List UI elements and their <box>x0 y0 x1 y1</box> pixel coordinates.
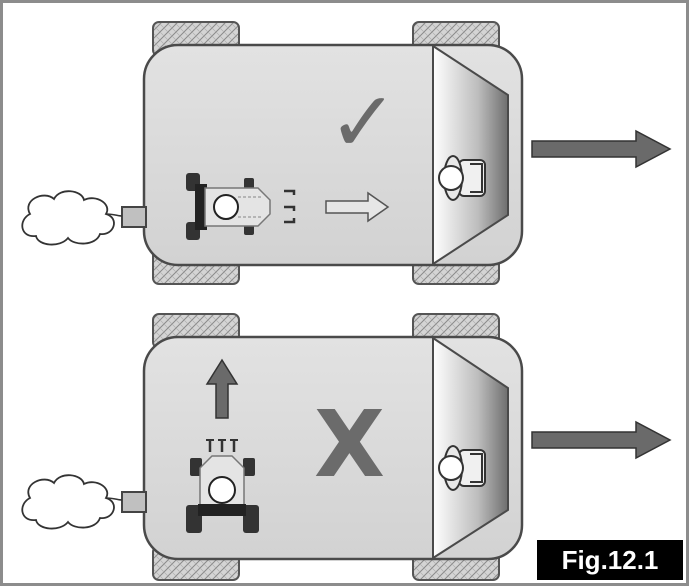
direction-arrow-icon <box>531 420 672 460</box>
check-mark: ✓ <box>328 73 398 171</box>
direction-arrow-icon <box>531 129 672 169</box>
operator-icon <box>438 445 486 491</box>
exhaust-smoke-icon <box>21 474 115 530</box>
cross-mark: X <box>314 391 385 498</box>
operator-icon <box>438 155 486 201</box>
panel-incorrect: X <box>21 313 672 581</box>
arrow-up-dark-icon <box>205 358 239 419</box>
exhaust-pipe-icon <box>121 491 147 513</box>
arrow-right-light-icon <box>325 191 390 223</box>
exhaust-pipe-icon <box>121 206 147 228</box>
robot-facing-up-icon <box>186 439 259 533</box>
exhaust-smoke-icon <box>21 190 115 246</box>
robot-facing-right-icon <box>186 173 296 240</box>
panel-correct: ✓ <box>21 21 672 285</box>
figure-label: Fig.12.1 <box>537 540 683 580</box>
